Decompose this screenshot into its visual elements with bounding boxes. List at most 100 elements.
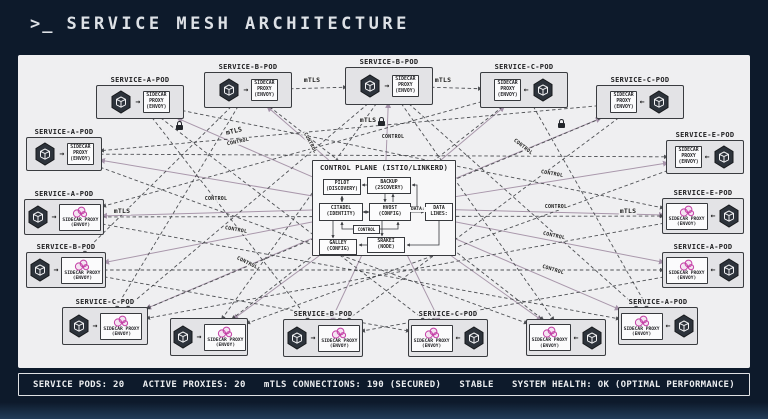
cube-hexagon-icon — [219, 78, 239, 102]
mtls-edge-label: mTLS — [302, 76, 322, 84]
cube-hexagon-icon — [649, 90, 669, 114]
cube-hexagon-icon — [30, 258, 50, 282]
pod-label: SERVICE-C-POD — [609, 76, 671, 84]
cp-component-data-lines: DATA LINES: — [425, 203, 453, 221]
envoy-logo-icon — [634, 315, 649, 327]
sidecar-proxy-box: SIDECAR PROXY(ENVOY) — [665, 202, 708, 230]
arrow-left-icon: ← — [704, 152, 710, 161]
cube-hexagon-icon — [28, 205, 48, 229]
status-active-proxies: ACTIVE PROXIES: 20 — [142, 379, 246, 390]
envoy-logo-icon — [542, 326, 557, 338]
cp-component-citadel: CITADEL (IDENTITY) — [319, 203, 363, 221]
cube-hexagon-icon — [582, 325, 602, 350]
pod-service-b-pod: SERVICE-B-POD→SIDECAR PROXY(ENVOY) — [26, 243, 106, 288]
pod-label: SERVICE-C-POD — [74, 298, 136, 306]
sidecar-proxy-box: SIDECAR PROXY(ENVOY) — [665, 256, 708, 284]
cube-hexagon-icon — [533, 78, 553, 102]
cube-hexagon-icon — [69, 314, 89, 338]
cp-component-hvost: HVOST (CONFIG) — [369, 203, 411, 221]
mtls-edge-label: mTLS — [358, 116, 378, 124]
control-plane-box: CONTROL PLANE (ISTIO/LINKERD) PILOT (DIS… — [312, 160, 456, 256]
cp-component-control-tag: CONTROL — [353, 225, 380, 234]
envoy-logo-icon — [679, 259, 694, 271]
pod-label: SERVICE-A-POD — [672, 243, 734, 251]
cp-data-label: DATA: — [410, 207, 426, 212]
cube-hexagon-icon — [111, 90, 131, 114]
arrow-right-icon: → — [92, 321, 98, 330]
control-edge-label: CONTROL — [380, 134, 406, 140]
cp-component-galley: GALLEY (CONFIG) — [319, 239, 357, 255]
pod-label: SERVICE-E-POD — [674, 131, 736, 139]
arrow-right-icon: → — [53, 265, 59, 274]
pod-label: SERVICE-B-POD — [358, 58, 420, 66]
sidecar-proxy-box: SIDECAR PROXY(ENVOY) — [318, 324, 361, 352]
control-edge-label: CONTROL — [543, 204, 569, 210]
envoy-logo-icon — [679, 205, 694, 217]
mtls-edge-label: mTLS — [112, 207, 132, 215]
cp-component-backup: BACKUP (2SCOVERY) — [367, 177, 411, 194]
envoy-logo-icon — [114, 315, 129, 327]
envoy-logo-icon — [73, 206, 88, 218]
pod-label: SERVICE-B-POD — [217, 63, 279, 71]
cp-component-pilot: PILOT (DISCOVERY) — [323, 179, 361, 195]
status-service-pods: SERVICE PODS: 20 — [33, 379, 125, 390]
arrow-left-icon: ← — [573, 332, 579, 342]
pod-service-a-pod: SERVICE-A-POD ←SIDECAR PROXY(ENVOY) — [662, 243, 744, 288]
terminal-prompt: >_ — [30, 14, 55, 34]
cube-hexagon-icon — [173, 325, 193, 349]
pod-label: SERVICE-C-POD — [493, 63, 555, 71]
status-system-health: SYSTEM HEALTH: OK (OPTIMAL PERFORMANCE) — [511, 379, 735, 390]
sidecar-proxy-box: SIDECAR PROXY(ENVOY) — [100, 312, 143, 340]
pod-unlabeled: →SIDECAR PROXY(ENVOY) — [170, 318, 248, 356]
envoy-logo-icon — [75, 259, 90, 271]
arrow-left-icon: ← — [710, 265, 716, 274]
lock-icon — [558, 119, 565, 128]
arrow-left-icon: ← — [455, 333, 461, 342]
cube-hexagon-icon — [719, 204, 739, 228]
pod-label: SERVICE-A-POD — [109, 76, 171, 84]
lock-icon — [378, 117, 385, 126]
pod-label: SERVICE-A-POD — [627, 298, 689, 306]
sidecar-proxy-box: SIDECAR PROXY(ENVOY) — [620, 312, 663, 340]
pod-label: SERVICE-E-POD — [672, 189, 734, 197]
arrow-right-icon: → — [59, 149, 65, 158]
cp-component-srakei: SRAKEI (NODE) — [367, 237, 405, 253]
arrow-left-icon: ← — [523, 85, 529, 94]
pod-label: SERVICE-C-POD — [417, 310, 479, 318]
cube-hexagon-icon — [287, 326, 307, 350]
cube-hexagon-icon — [714, 145, 734, 169]
cube-hexagon-icon — [464, 326, 484, 350]
lock-icon — [176, 121, 183, 130]
arrow-right-icon: → — [310, 333, 316, 342]
sidecar-proxy-box: SIDECAR PROXY(ENVOY) — [528, 324, 571, 351]
pod-service-a-pod: SERVICE-A-POD←SIDECAR PROXY(ENVOY) — [618, 298, 698, 345]
pod-service-b-pod: SERVICE-B-POD →SIDECAR PROXY(ENVOY) — [283, 310, 363, 357]
cube-hexagon-icon — [719, 258, 739, 282]
sidecar-proxy-box: SIDECAR PROXY(ENVOY) — [204, 323, 247, 351]
pod-label: SERVICE-B-POD — [292, 310, 354, 318]
pod-label: SERVICE-A-POD — [33, 128, 95, 136]
window-title: >_ SERVICE MESH ARCHITECTURE — [30, 14, 410, 34]
arrow-right-icon: → — [384, 81, 390, 90]
sidecar-proxy-box: SIDECAR PROXY(ENVOY) — [410, 324, 453, 352]
pod-service-a-pod: SERVICE-A-POD→SIDECAR PROXY(ENVOY) — [24, 190, 104, 235]
mtls-edge-label: mTLS — [618, 207, 638, 215]
cube-hexagon-icon — [674, 314, 694, 338]
cube-hexagon-icon — [360, 74, 380, 98]
pod-service-c-pod: SERVICE-C-POD →SIDECAR PROXY(ENVOY) — [62, 298, 148, 345]
arrow-left-icon: ← — [639, 97, 645, 106]
control-edge-label: CONTROL — [203, 196, 229, 202]
page-title: SERVICE MESH ARCHITECTURE — [66, 14, 410, 34]
mtls-edge-label: mTLS — [433, 76, 453, 84]
pod-service-e-pod: SERVICE-E-POD←SIDECAR PROXY(ENVOY) — [662, 189, 744, 234]
